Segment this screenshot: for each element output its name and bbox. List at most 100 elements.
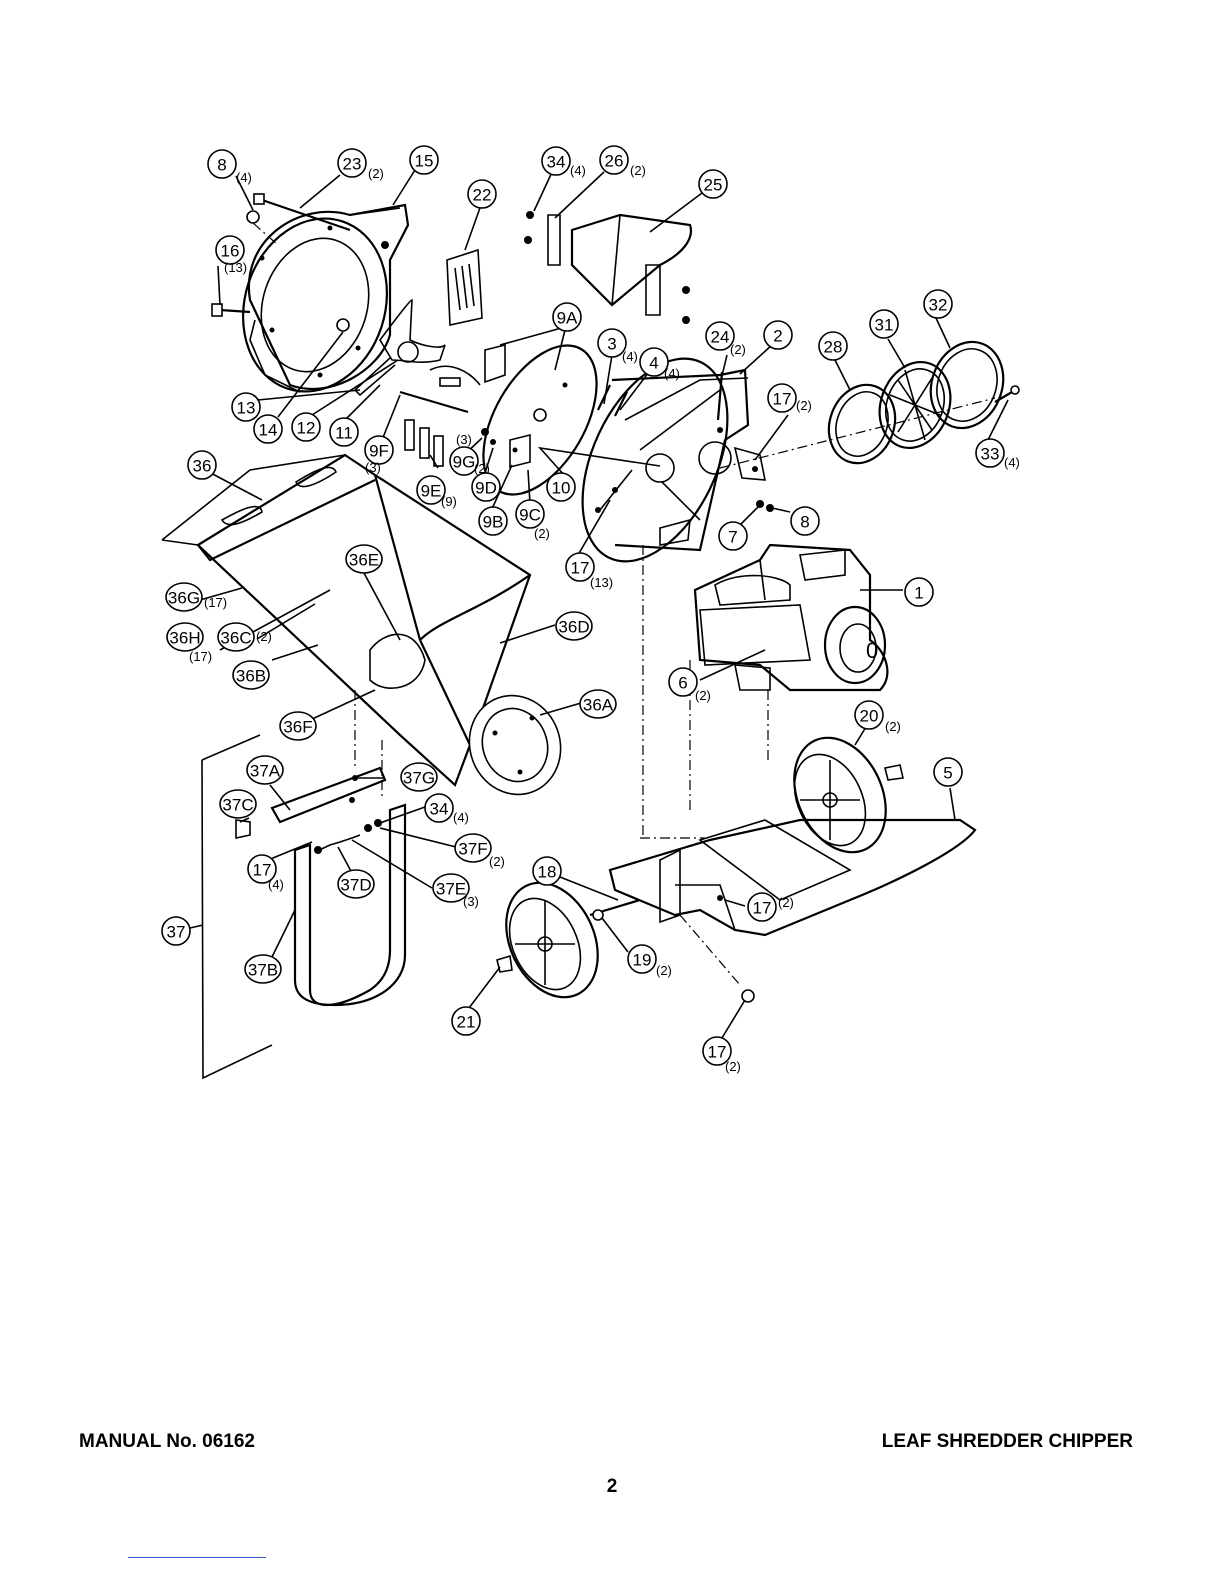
callout-ring [904, 577, 934, 607]
callout-number: 28 [824, 338, 843, 357]
callout-number: 1 [914, 584, 923, 603]
callout-number: 36A [583, 696, 614, 715]
callout-number: 36C [220, 629, 251, 648]
callout-number: 9E [421, 482, 442, 501]
right-wheel-part [793, 736, 904, 854]
callout-quantity: (2) [695, 688, 711, 703]
callout-ring [231, 392, 261, 422]
callout-37d: 37D [337, 869, 375, 899]
callout-ring [345, 544, 383, 574]
callout-quantity: (2) [368, 166, 384, 181]
callout-number: 6 [678, 674, 687, 693]
callout-quantity: (2) [256, 629, 272, 644]
bolt-part [211, 303, 251, 317]
callout-37: 37 [161, 916, 191, 946]
page-number: 2 [606, 1476, 618, 1497]
callout-ring [854, 700, 884, 730]
callout-number: 31 [875, 316, 894, 335]
callout-number: 37A [250, 762, 281, 781]
callout-ring [747, 892, 777, 922]
callout-ring [698, 169, 728, 199]
callout-quantity: (2) [885, 719, 901, 734]
callout-number: 26 [605, 152, 624, 171]
long-bolt-part [253, 193, 351, 232]
callout-number: 9F [369, 442, 389, 461]
callout-quantity: (17) [204, 595, 227, 610]
callout-ring [244, 954, 282, 984]
left-wheel-part [496, 881, 641, 999]
callout-ring [639, 347, 669, 377]
callout-number: 37 [167, 923, 186, 942]
callout-ring [400, 762, 438, 792]
callout-ring [705, 321, 735, 351]
callout-37a: 37A [246, 755, 284, 785]
callout-number: 16 [221, 242, 240, 261]
callout-ring [454, 833, 492, 863]
callout-number: 33 [981, 445, 1000, 464]
manual-number: MANUAL No. 06162 [79, 1431, 255, 1452]
callout-number: 36F [283, 718, 312, 737]
callout-number: 15 [415, 152, 434, 171]
callout-quantity: (2) [489, 854, 505, 869]
callout-ring [449, 446, 479, 476]
upper-shield-part [524, 211, 693, 324]
callout-number: 24 [711, 328, 730, 347]
callout-3: 3(4) [597, 328, 638, 364]
callout-9c: 9C(2) [515, 499, 550, 541]
callout-number: 37F [458, 840, 487, 859]
callout-quantity: (4) [236, 170, 252, 185]
callout-quantity: (4) [664, 366, 680, 381]
callout-36d: 36D [555, 611, 593, 641]
hopper-part [161, 453, 562, 796]
callout-number: 36G [168, 589, 200, 608]
callout-number: 37C [222, 796, 253, 815]
exploded-parts-diagram: 0 [161, 145, 1020, 1080]
callout-ring [471, 472, 501, 502]
engine-part: 0 [642, 543, 889, 838]
callout-24: 24(2) [705, 321, 746, 357]
callout-number: 9B [483, 513, 504, 532]
callout-quantity: (2) [778, 895, 794, 910]
callout-quantity: (3) [365, 460, 381, 475]
callout-32: 32 [923, 289, 953, 319]
callout-ring [247, 854, 277, 884]
callout-number: 37E [436, 880, 466, 899]
callout-number: 37G [403, 769, 435, 788]
callout-17: 17(2) [767, 383, 812, 413]
callout-quantity: (13) [590, 575, 613, 590]
callout-number: 19 [633, 951, 652, 970]
callout-number: 18 [538, 863, 557, 882]
callout-quantity: (4) [453, 810, 469, 825]
callout-10: 10 [546, 472, 576, 502]
callout-ring [217, 622, 255, 652]
callout-number: 7 [728, 528, 737, 547]
callout-12: 12 [291, 412, 321, 442]
callout-36f: 36F [279, 711, 317, 741]
callout-ring [291, 412, 321, 442]
callout-number: 4 [649, 354, 658, 373]
callout-number: 20 [860, 707, 879, 726]
callout-ring [763, 320, 793, 350]
callout-37f: 37F(2) [454, 833, 505, 869]
callout-22: 22 [467, 179, 497, 209]
callout-ring [451, 1006, 481, 1036]
callout-37e: 37E(3) [432, 873, 479, 909]
callout-number: 17 [253, 861, 272, 880]
callout-quantity: (4) [1004, 455, 1020, 470]
callout-31: 31 [869, 309, 899, 339]
callout-number: 17 [773, 390, 792, 409]
callout-26: 26(2) [599, 145, 646, 178]
callout-number: 13 [237, 399, 256, 418]
impeller-part [336, 299, 446, 397]
callout-number: 22 [473, 186, 492, 205]
callout-quantity: (4) [268, 877, 284, 892]
callout-17: 17(4) [247, 854, 284, 892]
callout-37c: 37C [219, 789, 257, 819]
callout-17: 17(13) [565, 552, 613, 590]
callout-9f: 9F(3) [364, 435, 394, 475]
callout-ring [165, 582, 203, 612]
callout-number: 8 [217, 156, 226, 175]
callout-ring [597, 328, 627, 358]
handle-part [201, 690, 407, 1080]
callout-ring [329, 417, 359, 447]
